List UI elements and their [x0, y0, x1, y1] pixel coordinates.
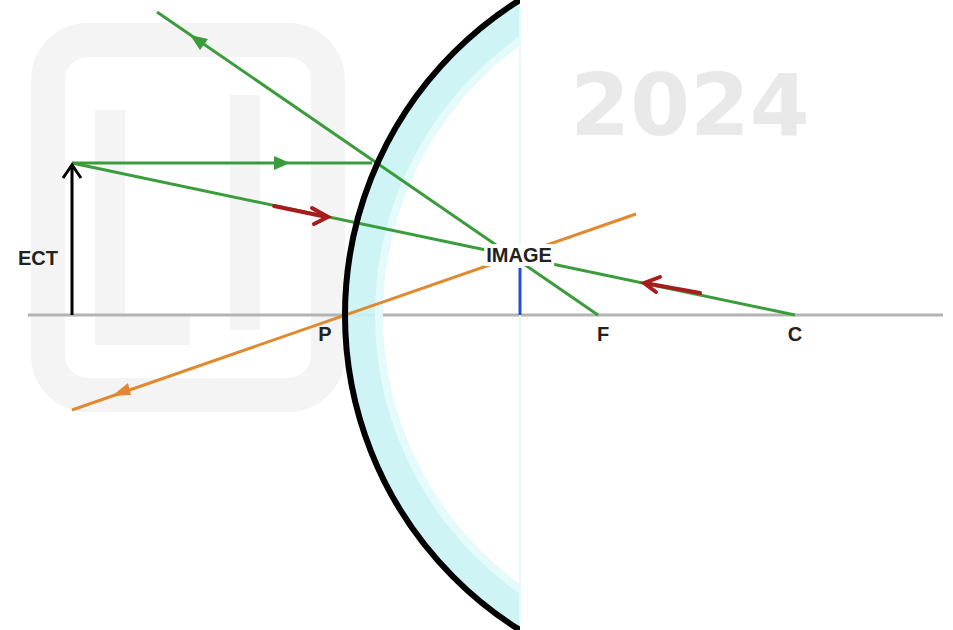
centre-label: C: [788, 324, 802, 344]
principal-axis: [28, 314, 943, 317]
arrowhead: [274, 156, 290, 170]
arrowhead: [190, 35, 208, 50]
object-label: ECT: [18, 248, 58, 268]
image-arrow: [519, 268, 522, 315]
mirror-surface: [345, 0, 520, 630]
watermark: 2024: [570, 62, 809, 148]
incident-ray: [72, 163, 795, 315]
incident-ray: [72, 162, 372, 165]
image-label: IMAGE: [484, 244, 554, 266]
direction-arrow: [274, 206, 700, 293]
watermark-logo: [48, 40, 328, 395]
convex-mirror: [364, 0, 520, 630]
arrowhead: [112, 383, 131, 396]
pole-label: P: [318, 324, 331, 344]
mirror-edge: [519, 8, 521, 622]
focus-label: F: [597, 324, 609, 344]
arrowhead: [63, 165, 81, 178]
object-arrow: [71, 168, 74, 315]
